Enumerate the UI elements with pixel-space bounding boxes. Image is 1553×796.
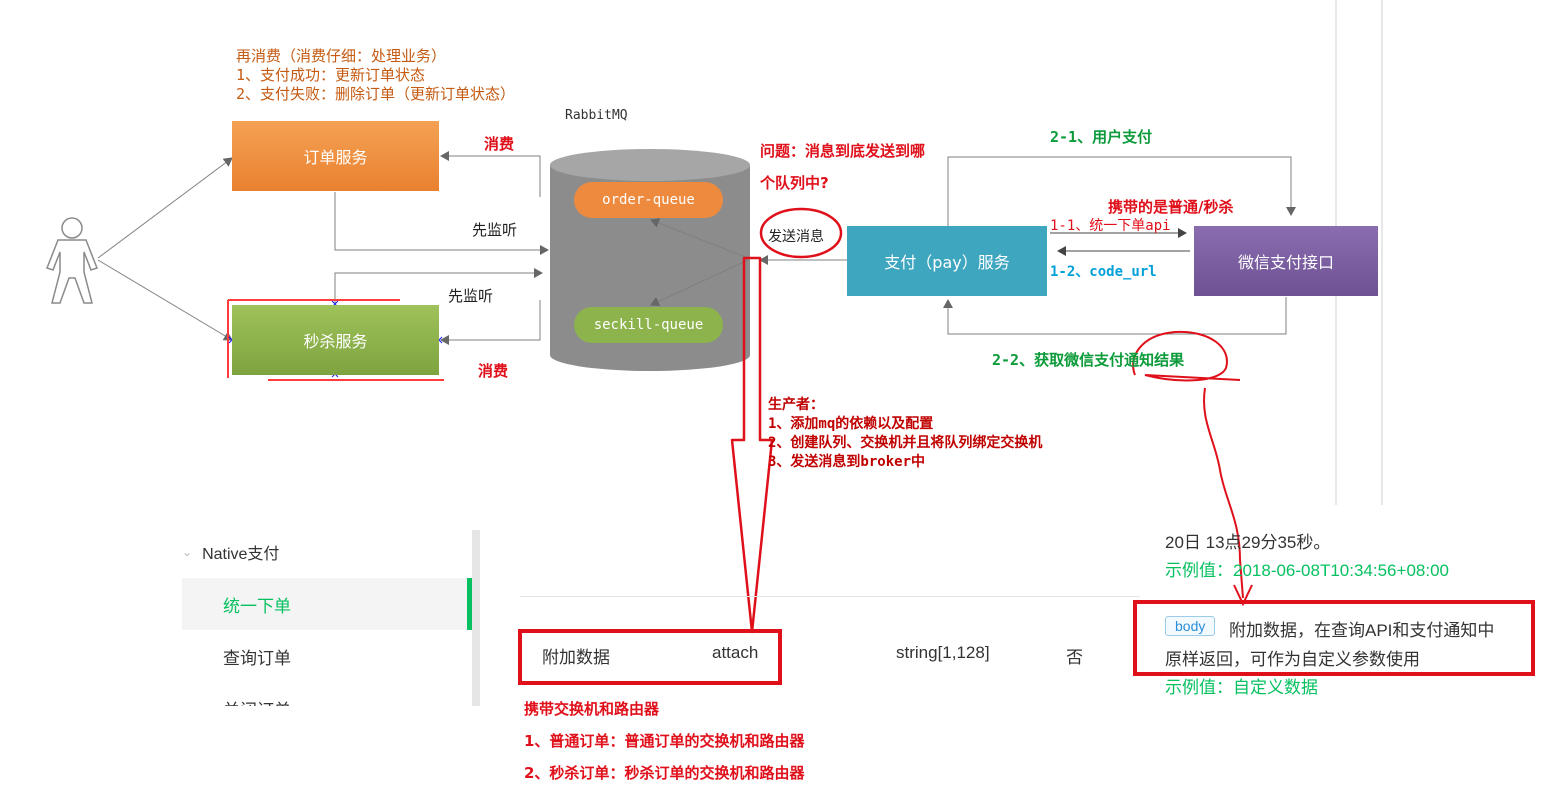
example-value: 示例值：自定义数据 [1165,678,1318,697]
note-line-1: 再消费（消费仔细：处理业务） [236,47,447,65]
nav-section-native[interactable]: ⌄ Native支付 [182,538,279,566]
example-time: 示例值：2018-06-08T10:34:56+08:00 [1165,561,1449,580]
producer-note: 生产者： 1、添加mq的依赖以及配置 2、创建队列、交换机并且将队列绑定交换机 … [768,396,1042,472]
seckill-queue-pill: seckill-queue [574,307,723,343]
step-2-1-label: 2-1、用户支付 [1050,128,1153,146]
nav-item-label: 查询订单 [223,648,291,668]
chevron-down-icon: ⌄ [182,545,193,559]
nav-sidebar: ⌄ Native支付 统一下单 查询订单 关闭订单 [182,530,482,706]
param-required-cell: 否 [1066,648,1083,667]
producer-line-2: 2、创建队列、交换机并且将队列绑定交换机 [768,435,1043,451]
consumer-note: 再消费（消费仔细：处理业务） 1、支付成功：更新订单状态 2、支付失败：删除订单… [236,47,515,104]
param-name-cell: 附加数据 [542,648,610,667]
send-message-circle [759,207,843,259]
wavy-red-arrow [1203,387,1244,599]
exchange-note-line-2: 2、秒杀订单：秒杀订单的交换机和路由器 [524,764,805,782]
listen-label-bottom: 先监听 [448,287,494,305]
nav-item-close-order[interactable]: 关闭订单 [182,684,472,706]
nav-item-unified-order[interactable]: 统一下单 [182,578,472,630]
consume-label-top: 消费 [484,135,515,153]
nav-scrollbar[interactable] [472,530,480,706]
consume-label-bottom: 消费 [478,362,509,380]
seckill-service-box: 秒杀服务 [232,305,439,375]
question-line-1: 问题：消息到底发送到哪 [760,142,926,160]
attach-row-highlight [518,629,782,685]
nav-item-label: 关闭订单 [223,696,291,706]
nav-item-label: 统一下单 [223,596,291,616]
description-line-2: 原样返回，可作为自定义参数使用 [1165,650,1420,669]
producer-line-3: 3、发送消息到broker中 [768,454,926,470]
note-line-3: 2、支付失败：删除订单（更新订单状态） [236,85,516,103]
param-field-cell: attach [712,643,759,662]
order-service-box: 订单服务 [232,121,439,191]
producer-line-1: 1、添加mq的依赖以及配置 [768,416,934,432]
nav-item-query-order[interactable]: 查询订单 [182,630,472,682]
exchange-note-line-1: 1、普通订单：普通订单的交换机和路由器 [524,732,805,750]
description-line-1: 附加数据，在查询API和支付通知中 [1229,621,1495,640]
step-1-2-label: 1-2、code_url [1050,264,1157,280]
exchange-note-title: 携带交换机和路由器 [524,700,660,718]
scribble-annotation [1132,330,1241,382]
step-2-2-label: 2-2、获取微信支付通知结果 [992,351,1185,369]
body-badge: body [1165,616,1216,636]
step-1-1-label: 1-1、统一下单api [1050,218,1171,234]
listen-label-top: 先监听 [472,221,518,239]
big-red-arrow [730,256,774,634]
carry-type-label: 携带的是普通/秒杀 [1108,198,1234,216]
pay-service-box: 支付（pay）服务 [847,226,1047,296]
rabbitmq-label: RabbitMQ [565,108,628,123]
nav-section-label: Native支付 [202,546,280,563]
nav-active-indicator [467,578,472,630]
question-line-2: 个队列中? [760,174,829,192]
note-line-2: 1、支付成功：更新订单状态 [236,66,426,84]
order-queue-pill: order-queue [574,182,723,218]
user-icon [46,217,98,304]
table-top-border [520,596,1140,597]
send-message-label: 发送消息 [768,229,824,245]
description-highlight [1133,600,1535,676]
param-type-cell: string[1,128] [896,643,990,662]
time-text: 20日 13点29分35秒。 [1165,533,1331,552]
producer-title: 生产者： [768,397,824,413]
wechat-pay-api-box: 微信支付接口 [1194,226,1378,296]
